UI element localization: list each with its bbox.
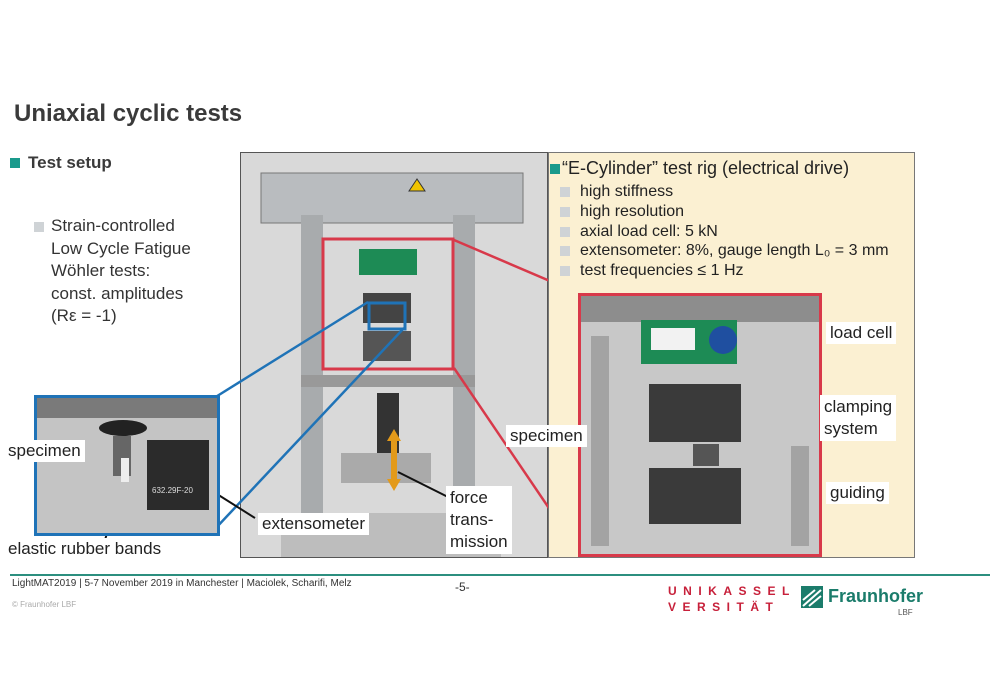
bullet-square-icon xyxy=(550,164,560,174)
rig-zoom-drawing xyxy=(581,296,819,554)
bullet-square-icon xyxy=(10,158,20,168)
rig-zoom-right xyxy=(578,293,822,557)
lbf-label: LBF xyxy=(898,608,913,617)
section-heading: Test setup xyxy=(10,153,112,173)
specimen-zoom-left: 632.29F-20 xyxy=(34,395,220,536)
rig-feature-list: high stiffness high resolution axial loa… xyxy=(560,182,889,281)
fraunhofer-wordmark: Fraunhofer xyxy=(828,586,924,606)
list-item: axial load cell: 5 kN xyxy=(560,222,889,242)
strain-controlled-block: Strain-controlled Low Cycle Fatigue Wöhl… xyxy=(34,215,191,328)
callout-elastic-rubber-bands: elastic rubber bands xyxy=(4,538,166,560)
bullet-square-icon xyxy=(560,206,570,217)
callout-specimen-left: specimen xyxy=(4,440,85,462)
bullet-square-icon xyxy=(560,226,570,237)
uni-kassel-logo: UNIKASSEL VERSITÄT xyxy=(668,584,796,614)
callout-guiding: guiding xyxy=(826,482,889,504)
callout-clamping-system: clamping system xyxy=(820,395,897,441)
strain-text: Strain-controlled Low Cycle Fatigue Wöhl… xyxy=(51,216,191,325)
list-item: high resolution xyxy=(560,202,889,222)
bullet-square-icon xyxy=(560,246,570,257)
specimen-zoom-drawing xyxy=(37,398,217,533)
rig-title: “E-Cylinder” test rig (electrical drive) xyxy=(550,158,849,179)
list-item: test frequencies ≤ 1 Hz xyxy=(560,261,889,281)
footer-divider xyxy=(10,574,990,576)
bullet-square-icon xyxy=(560,266,570,277)
list-item: high stiffness xyxy=(560,182,889,202)
callout-load-cell: load cell xyxy=(826,322,897,344)
copyright-text: © Fraunhofer LBF xyxy=(12,600,77,609)
footer-text: LightMAT2019 | 5-7 November 2019 in Manc… xyxy=(12,578,352,589)
page-number: -5- xyxy=(455,580,470,594)
callout-specimen-right: specimen xyxy=(506,425,587,447)
page-title: Uniaxial cyclic tests xyxy=(14,100,243,127)
bullet-square-icon xyxy=(34,222,44,232)
fraunhofer-logo-icon xyxy=(801,586,823,608)
list-item: extensometer: 8%, gauge length L₀ = 3 mm xyxy=(560,241,889,261)
bullet-square-icon xyxy=(560,187,570,197)
callout-force-transmission: force trans- mission xyxy=(446,486,512,554)
callout-extensometer: extensometer xyxy=(258,513,369,535)
extensometer-model-label: 632.29F-20 xyxy=(152,486,193,495)
